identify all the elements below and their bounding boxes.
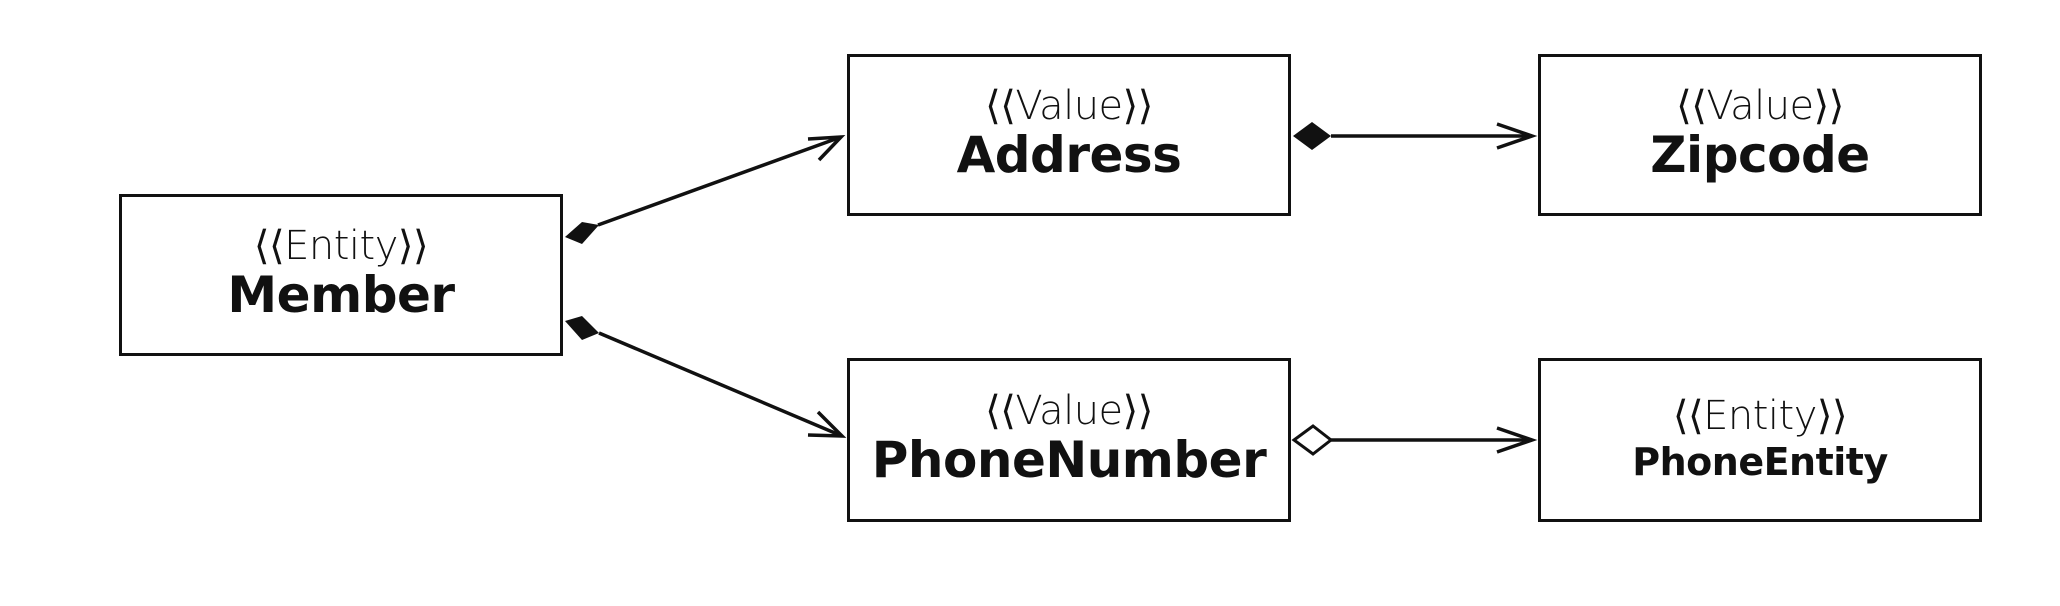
composition-diamond-icon (1293, 122, 1331, 150)
stereotype-label: ⟨⟨Entity⟩⟩ (253, 223, 429, 270)
class-name: Member (227, 266, 455, 325)
class-box-zipcode: ⟨⟨Value⟩⟩ Zipcode (1538, 54, 1982, 216)
class-box-phoneentity: ⟨⟨Entity⟩⟩ PhoneEntity (1538, 358, 1982, 522)
arrowhead-icon (1496, 426, 1538, 454)
class-box-member: ⟨⟨Entity⟩⟩ Member (119, 194, 563, 356)
class-box-address: ⟨⟨Value⟩⟩ Address (847, 54, 1291, 216)
class-name: Address (956, 126, 1182, 185)
class-box-phonenumber: ⟨⟨Value⟩⟩ PhoneNumber (847, 358, 1291, 522)
stereotype-label: ⟨⟨Value⟩⟩ (985, 388, 1153, 435)
class-name: PhoneEntity (1632, 440, 1888, 485)
class-name: Zipcode (1650, 126, 1870, 185)
stereotype-label: ⟨⟨Value⟩⟩ (1676, 83, 1844, 130)
stereotype-label: ⟨⟨Entity⟩⟩ (1672, 393, 1848, 440)
arrowhead-icon (1496, 122, 1538, 150)
edge-member-phonenumber (565, 316, 847, 438)
composition-diamond-icon (565, 222, 599, 244)
arrowhead-icon (807, 410, 847, 438)
class-name: PhoneNumber (871, 431, 1267, 490)
stereotype-label: ⟨⟨Value⟩⟩ (985, 83, 1153, 130)
arrowhead-icon (807, 134, 846, 162)
edge-address-zipcode (1293, 122, 1538, 150)
composition-diamond-icon (565, 316, 599, 340)
edge-phonenumber-phoneentity (1291, 424, 1538, 456)
edge-member-address (565, 134, 846, 244)
aggregation-diamond-icon (1291, 424, 1334, 456)
